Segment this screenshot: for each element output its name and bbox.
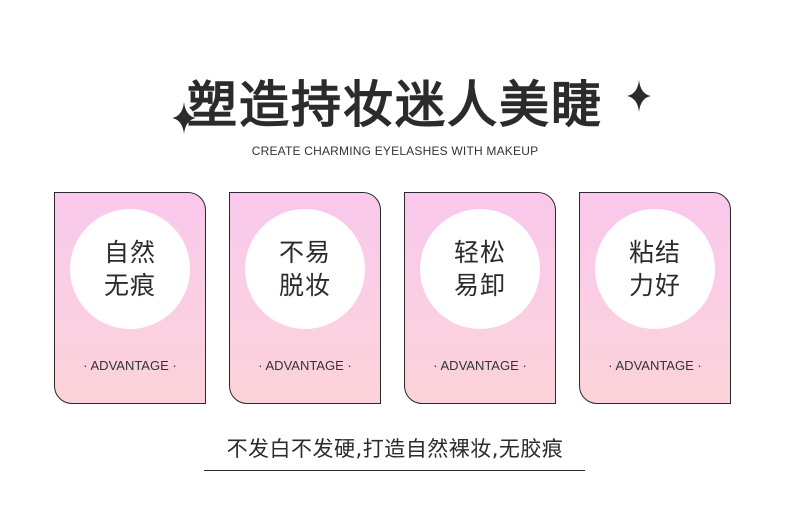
feature-label-line1: 自然 [103,238,156,267]
feature-label-line2: 无痕 [103,271,156,300]
sparkle-right-icon [627,80,651,112]
feature-label-line2: 力好 [628,271,681,300]
feature-card-2: 不易 脱妆 · ADVANTAGE · [229,192,381,404]
feature-card-1: 自然 无痕 · ADVANTAGE · [54,192,206,404]
feature-circle: 粘结 力好 [595,209,715,329]
feature-circle: 不易 脱妆 [245,209,365,329]
sparkle-left-icon [172,102,196,134]
advantage-tag: · ADVANTAGE · [83,358,177,373]
feature-label-line2: 易卸 [453,271,506,300]
feature-label-line1: 不易 [278,238,331,267]
footer-underline [204,470,585,472]
feature-card-3: 轻松 易卸 · ADVANTAGE · [404,192,556,404]
feature-label-line1: 轻松 [453,238,506,267]
page-subtitle: CREATE CHARMING EYELASHES WITH MAKEUP [251,144,539,158]
title-block: 塑造持妆迷人美睫 [0,70,790,140]
page-title: 塑造持妆迷人美睫 [187,76,603,134]
advantage-tag: · ADVANTAGE · [433,358,527,373]
advantage-tag: · ADVANTAGE · [258,358,352,373]
feature-circle: 自然 无痕 [70,209,190,329]
feature-circle: 轻松 易卸 [420,209,540,329]
feature-card-4: 粘结 力好 · ADVANTAGE · [579,192,731,404]
footer-caption: 不发白不发硬,打造自然裸妆,无胶痕 [226,437,564,461]
advantage-tag: · ADVANTAGE · [608,358,702,373]
feature-label-line1: 粘结 [628,238,681,267]
feature-label-line2: 脱妆 [278,271,331,300]
